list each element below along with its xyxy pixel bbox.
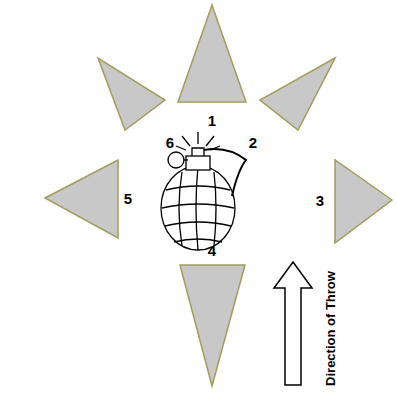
callout-number: 1: [208, 113, 216, 128]
fragment-triangle: [260, 58, 335, 130]
callout-number: 5: [124, 191, 132, 206]
fragment-triangle: [178, 5, 246, 102]
callout-number: 3: [316, 193, 324, 208]
direction-arrow: [274, 262, 312, 385]
callout-number: 6: [166, 135, 174, 150]
direction-label: Direction of Throw: [324, 271, 337, 386]
callout-number: 2: [249, 135, 257, 150]
grenade-symbol: [161, 132, 246, 250]
callout-number: 4: [208, 243, 216, 258]
fragment-triangle: [335, 160, 392, 243]
fragment-triangle: [98, 58, 165, 130]
fragment-triangle: [45, 160, 118, 238]
fragment-triangle: [180, 265, 245, 386]
